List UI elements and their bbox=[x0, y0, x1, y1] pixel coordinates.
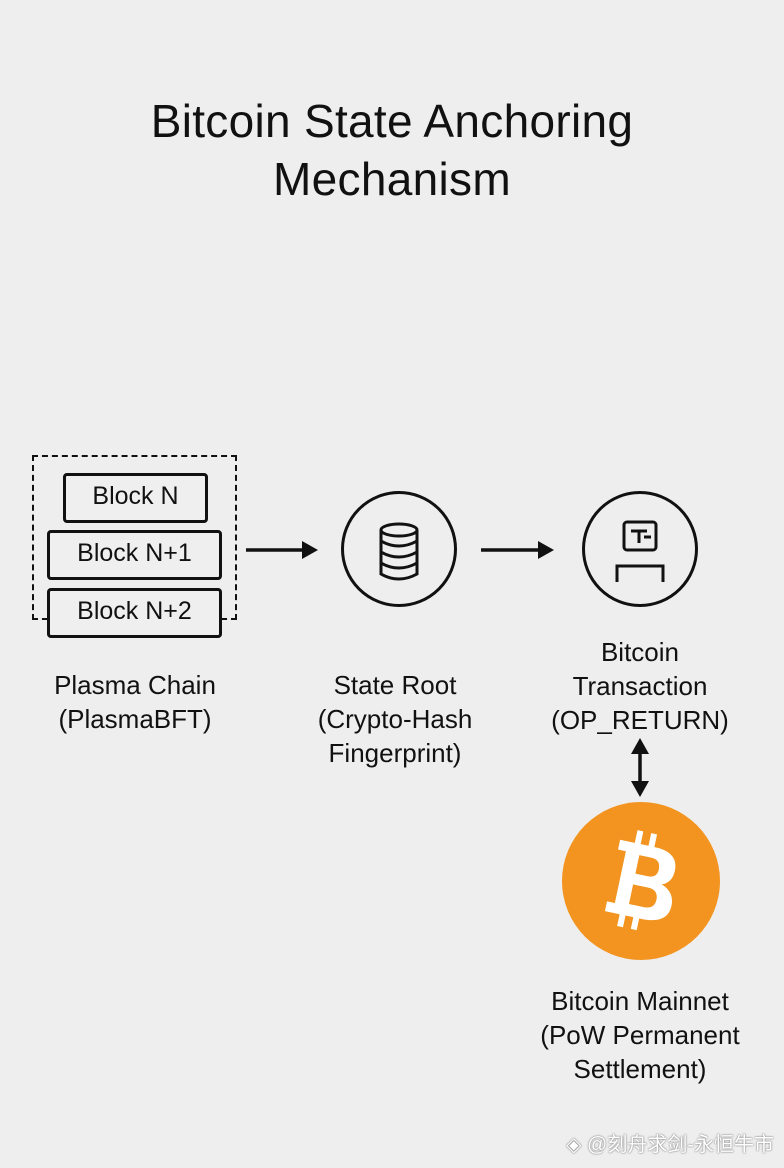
bitcoin-transaction-label-line2: Transaction bbox=[572, 671, 708, 701]
arrow-chain-to-root bbox=[246, 541, 318, 559]
arrow-root-to-transaction bbox=[481, 541, 554, 559]
bitcoin-mainnet-label: Bitcoin Mainnet (PoW Permanent Settlemen… bbox=[510, 984, 770, 1086]
bitcoin-mainnet-label-line3: Settlement) bbox=[573, 1054, 707, 1084]
bitcoin-transaction-label: Bitcoin Transaction (OP_RETURN) bbox=[530, 635, 750, 737]
bitcoin-transaction-label-line1: Bitcoin bbox=[600, 637, 680, 667]
bitcoin-logo-icon bbox=[604, 830, 676, 931]
title-line-1: Bitcoin State Anchoring bbox=[150, 95, 634, 147]
transaction-icon bbox=[615, 520, 665, 582]
database-icon bbox=[379, 522, 419, 581]
watermark: ◈ @刻舟求剑-永恒牛市 bbox=[566, 1134, 774, 1156]
block-n-plus-2: Block N+2 bbox=[47, 588, 222, 638]
block-n-plus-1: Block N+1 bbox=[47, 530, 222, 580]
plasma-chain-label-line2: (PlasmaBFT) bbox=[58, 704, 212, 734]
state-root-node bbox=[341, 491, 457, 607]
title-line-2: Mechanism bbox=[273, 153, 511, 205]
block-n: Block N bbox=[63, 473, 208, 523]
diagram-title: Bitcoin State Anchoring Mechanism bbox=[0, 92, 784, 208]
bitcoin-transaction-node bbox=[582, 491, 698, 607]
plasma-chain-label: Plasma Chain (PlasmaBFT) bbox=[20, 668, 250, 736]
state-root-label: State Root (Crypto-Hash Fingerprint) bbox=[290, 668, 500, 770]
bitcoin-mainnet-label-line2: (PoW Permanent bbox=[540, 1020, 740, 1050]
bitcoin-transaction-label-line3: (OP_RETURN) bbox=[551, 705, 729, 735]
state-root-label-line1: State Root bbox=[333, 670, 457, 700]
arrow-transaction-mainnet-bidirectional bbox=[631, 738, 649, 797]
state-root-label-line2: (Crypto-Hash bbox=[317, 704, 473, 734]
state-root-label-line3: Fingerprint) bbox=[328, 738, 462, 768]
bitcoin-mainnet-label-line1: Bitcoin Mainnet bbox=[551, 986, 729, 1016]
plasma-chain-label-line1: Plasma Chain bbox=[54, 670, 216, 700]
